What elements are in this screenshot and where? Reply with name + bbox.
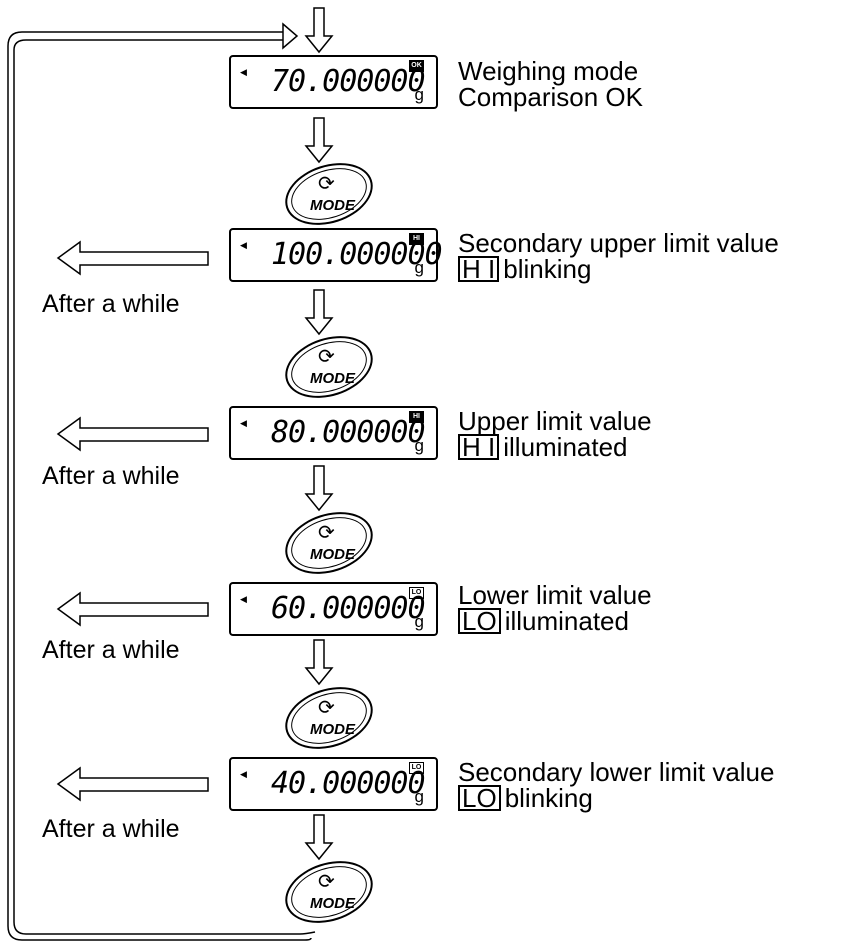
step-description-1: Weighing mode Comparison OK: [458, 58, 643, 110]
boxed-indicator: H I: [458, 434, 500, 460]
hi-badge-icon: HI: [409, 411, 424, 423]
triangle-indicator-icon: ◀: [240, 769, 247, 779]
desc-line: illuminated: [504, 606, 629, 636]
desc-line: illuminated: [503, 432, 628, 462]
mode-button[interactable]: ⟳ MODE: [277, 325, 381, 409]
mode-button[interactable]: ⟳ MODE: [277, 501, 381, 585]
mode-label: MODE: [310, 370, 355, 387]
display-value: 40.000000: [271, 766, 426, 801]
triangle-indicator-icon: ◀: [240, 240, 247, 250]
cycle-arrows-icon: ⟳: [318, 346, 335, 368]
cycle-arrows-icon: ⟳: [318, 522, 335, 544]
lcd-display-1: ◀ 70.000000 OK g: [229, 55, 438, 109]
display-value: 80.000000: [271, 415, 426, 450]
mode-button[interactable]: ⟳ MODE: [277, 152, 381, 236]
lcd-display-4: ◀ 60.000000 LO g: [229, 582, 438, 636]
triangle-indicator-icon: ◀: [240, 418, 247, 428]
mode-label: MODE: [310, 197, 355, 214]
desc-line: Comparison OK: [458, 82, 643, 112]
lo-badge-icon: LO: [409, 762, 424, 774]
display-value: 100.000000: [271, 237, 443, 272]
boxed-indicator: H I: [458, 256, 500, 282]
display-unit: g: [414, 612, 424, 631]
triangle-indicator-icon: ◀: [240, 67, 247, 77]
display-unit: g: [414, 787, 424, 806]
after-a-while-label: After a while: [42, 815, 180, 843]
display-unit: g: [414, 436, 424, 455]
lcd-display-3: ◀ 80.000000 HI g: [229, 406, 438, 460]
display-value: 60.000000: [271, 591, 426, 626]
desc-line: Secondary upper limit value: [458, 228, 779, 258]
desc-line: Upper limit value: [458, 406, 652, 436]
mode-label: MODE: [310, 546, 355, 563]
boxed-indicator: LO: [458, 608, 501, 634]
after-a-while-label: After a while: [42, 290, 180, 318]
cycle-arrows-icon: ⟳: [318, 173, 335, 195]
lo-badge-icon: LO: [409, 587, 424, 599]
after-a-while-label: After a while: [42, 636, 180, 664]
hi-badge-icon: HI: [409, 233, 424, 245]
desc-line: Weighing mode: [458, 56, 639, 86]
mode-label: MODE: [310, 895, 355, 912]
desc-line: blinking: [504, 783, 593, 813]
mode-button[interactable]: ⟳ MODE: [277, 850, 381, 934]
desc-line: Lower limit value: [458, 580, 652, 610]
display-unit: g: [414, 85, 424, 104]
display-value: 70.000000: [271, 64, 426, 99]
lcd-display-5: ◀ 40.000000 LO g: [229, 757, 438, 811]
desc-line: Secondary lower limit value: [458, 757, 775, 787]
mode-button[interactable]: ⟳ MODE: [277, 676, 381, 760]
cycle-arrows-icon: ⟳: [318, 871, 335, 893]
triangle-indicator-icon: ◀: [240, 594, 247, 604]
display-unit: g: [414, 258, 424, 277]
mode-label: MODE: [310, 721, 355, 738]
desc-line: blinking: [503, 254, 592, 284]
cycle-arrows-icon: ⟳: [318, 697, 335, 719]
boxed-indicator: LO: [458, 785, 501, 811]
after-a-while-label: After a while: [42, 462, 180, 490]
lcd-display-2: ◀ 100.000000 HI g: [229, 228, 443, 282]
ok-badge-icon: OK: [409, 60, 424, 72]
